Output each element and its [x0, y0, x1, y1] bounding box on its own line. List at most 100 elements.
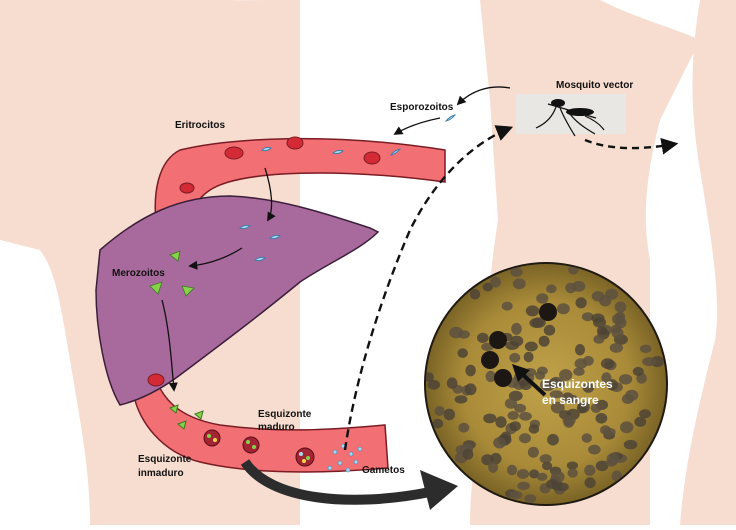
micrograph-cell [623, 439, 638, 450]
sporozoites [239, 114, 457, 262]
micrograph-cell [559, 369, 573, 381]
micrograph-cell [584, 477, 596, 489]
micrograph-cell [523, 351, 534, 363]
micrograph-cell [462, 448, 474, 460]
arrow-to-merozoites [188, 247, 243, 270]
micrograph-cell [557, 303, 570, 315]
micrograph-cell [538, 335, 550, 347]
micrograph-cell [596, 326, 608, 335]
micrograph-cell [550, 376, 562, 387]
micrograph-cell [605, 458, 618, 467]
immature-schizont [203, 429, 221, 447]
erythrocyte [147, 373, 165, 387]
liver [95, 195, 380, 406]
micrograph-cell [601, 372, 612, 384]
micrograph-cell [588, 444, 601, 455]
micrograph-cell [536, 293, 549, 304]
merozoite [177, 420, 187, 430]
micrograph-cell [527, 446, 539, 458]
micrograph-cell [539, 454, 552, 464]
micrograph-cell [576, 402, 587, 414]
micrograph-cell [639, 344, 652, 353]
schizonts-lower [147, 373, 315, 467]
micrograph-cell [642, 357, 656, 367]
micrograph-cell [482, 282, 493, 292]
merozoite [194, 410, 204, 420]
erythrocyte [363, 151, 381, 165]
micrograph-cell [573, 367, 585, 376]
micrograph-cell [639, 409, 651, 419]
micrograph-cell [469, 289, 481, 300]
micrograph-cells [426, 264, 665, 503]
micrograph-cell [464, 383, 477, 396]
micrograph-cell [572, 280, 586, 292]
micrograph-cell [493, 437, 506, 449]
micrograph-cell [529, 318, 544, 328]
sporozoite [389, 148, 402, 156]
micro-arrow [512, 364, 547, 397]
arrow-dashed-to-mosquito [343, 125, 514, 451]
right-arm [680, 0, 736, 525]
waist-left [0, 240, 72, 525]
micrograph-cell [517, 481, 530, 491]
micrograph-cell [634, 416, 647, 427]
micrograph-cell [590, 403, 602, 413]
micrograph-cell [458, 422, 470, 433]
micrograph-cell [562, 415, 576, 426]
mosquito-icon [516, 94, 626, 137]
micrograph-cell [505, 341, 520, 350]
micrograph-cell [477, 332, 489, 343]
micrograph-cell [490, 276, 501, 288]
micrograph-cell [595, 460, 609, 472]
erythrocyte [286, 136, 304, 150]
schizont-cluster [481, 351, 499, 369]
arrow-to-liver [264, 167, 276, 222]
erythrocyte [224, 146, 244, 160]
sporozoite [269, 234, 281, 240]
mature-schizont [295, 447, 315, 467]
micrograph-cell [427, 379, 441, 390]
label-sporozoites: Esporozoitos [390, 102, 454, 113]
label-mosquito-vector: Mosquito vector [556, 80, 633, 91]
micrograph-cell [524, 341, 538, 352]
micrograph-cell [567, 468, 578, 478]
label-mature-schizont-line1: Esquizonte [258, 409, 312, 420]
merozoite [169, 404, 179, 414]
micrograph-cell [514, 403, 527, 413]
micrograph-cell [632, 366, 644, 376]
arrow-to-lower-vessel [161, 299, 178, 392]
micrograph-cell [611, 327, 624, 339]
blood-smear-micrograph [424, 262, 668, 506]
micrograph-cell [488, 461, 499, 473]
micrograph-cell [575, 297, 587, 309]
micrograph-cell [524, 494, 537, 503]
micrograph-cell [546, 479, 559, 489]
micrograph-cell [434, 406, 445, 416]
micrograph-cell [509, 352, 521, 363]
micrograph-cell [600, 358, 615, 369]
micrograph-cell [454, 395, 468, 404]
micrograph-cell [574, 358, 588, 369]
micrograph-cell [483, 413, 497, 424]
label-mature-schizont-line2: maduro [258, 422, 295, 433]
micrograph-cell [591, 291, 605, 302]
arrows [161, 86, 679, 451]
micrograph-cell [584, 464, 596, 476]
micrograph-cell [550, 401, 565, 414]
micrograph-cell [426, 372, 434, 383]
schizont-cluster [489, 331, 507, 349]
label-merozoites: Merozoitos [112, 268, 165, 279]
gametes [327, 443, 363, 473]
sporozoite [261, 146, 272, 152]
micrograph-cell [528, 424, 540, 434]
mature-schizont [242, 436, 260, 454]
micrograph-cell [446, 377, 458, 390]
sporozoite [332, 149, 344, 155]
micrograph-cell [485, 370, 496, 383]
micrograph-cell [536, 472, 548, 481]
micrograph-cell [510, 267, 523, 277]
micrograph-cell [582, 382, 595, 393]
micrograph-cell [621, 393, 634, 405]
micrograph-cell [595, 413, 608, 424]
micrograph-cell [612, 313, 625, 325]
